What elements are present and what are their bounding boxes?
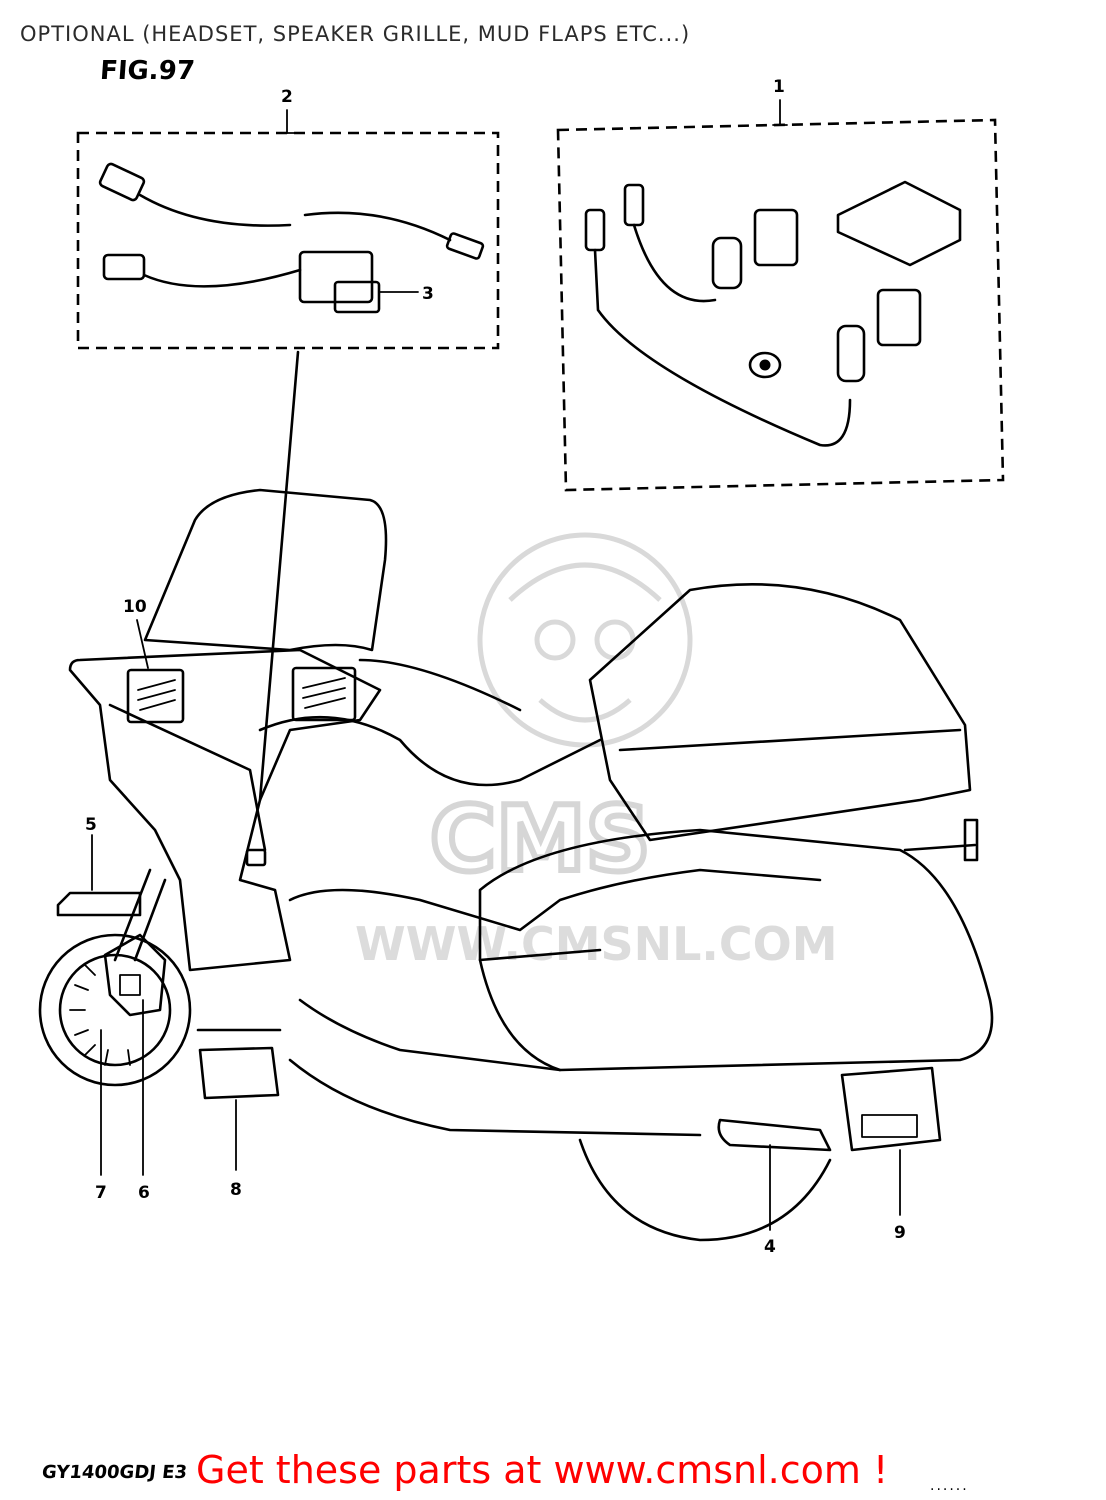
leader-lines [91,619,901,1231]
callout-3: 3 [422,284,434,304]
kit-2-headset-wiring [76,109,500,350]
watermark-url: WWW.CMSNL.COM [355,917,838,971]
callout-10: 10 [123,597,147,617]
promo-link-text[interactable]: Get these parts at www.cmsnl.com ! [196,1448,889,1492]
callout-5: 5 [85,815,97,835]
callout-7: 7 [95,1183,107,1203]
watermark: CMS WWW.CMSNL.COM [355,532,838,971]
callouts: 1 2 3 4 5 6 7 8 9 10 [85,77,906,1257]
callout-2: 2 [281,87,293,107]
motorcycle-outline [38,488,994,1242]
page-title: OPTIONAL (HEADSET, SPEAKER GRILLE, MUD F… [20,22,691,46]
model-code: GY1400GDJ E3 [40,1462,189,1483]
callout-1: 1 [773,77,785,97]
footer-dots: ...... [930,1478,969,1494]
callout-9: 9 [894,1223,906,1243]
callout-4: 4 [764,1237,776,1257]
callout-8: 8 [230,1180,242,1200]
callout-6: 6 [138,1183,150,1203]
kit-1-speaker-wiring [556,99,1005,492]
